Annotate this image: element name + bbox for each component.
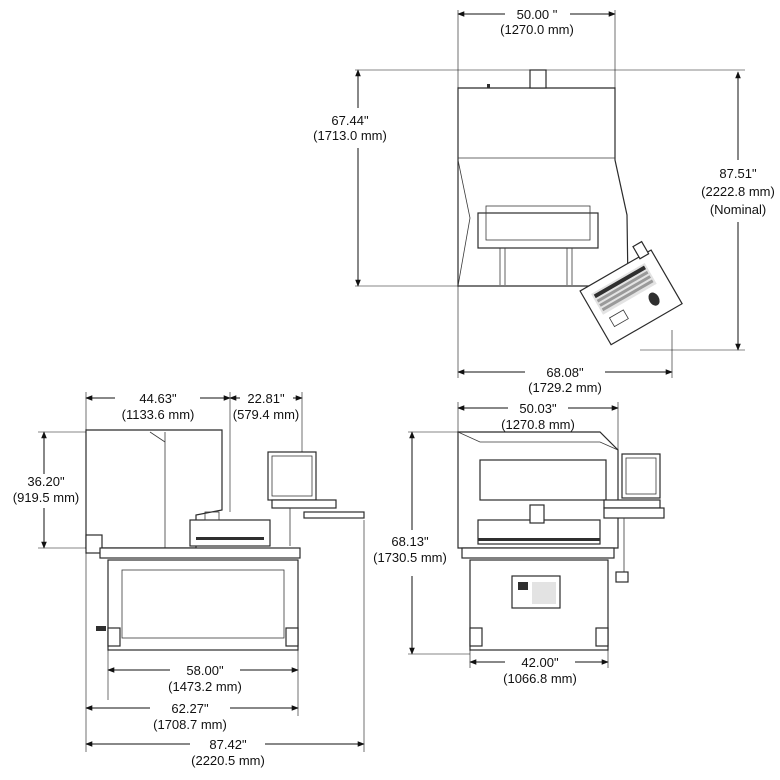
dim-side-height-mm: (919.5 mm) xyxy=(13,490,79,505)
dim-side-arm-mm: (579.4 mm) xyxy=(233,407,299,422)
dim-top-width-mm: (1270.0 mm) xyxy=(500,22,574,37)
dim-top-depth-mm: (1713.0 mm) xyxy=(313,128,387,143)
dim-front-height-in: 68.13" xyxy=(391,534,429,549)
dim-top-width-in: 50.00 " xyxy=(517,7,558,22)
dim-top-overall-mm: (2222.8 mm) xyxy=(701,184,775,199)
side-view xyxy=(85,429,365,651)
dimension-labels: 50.00 " (1270.0 mm) 67.44" (1713.0 mm) 8… xyxy=(13,7,775,768)
dim-front-base-mm: (1066.8 mm) xyxy=(503,671,577,686)
dim-side-overall-in: 87.42" xyxy=(209,737,247,752)
dimension-lines xyxy=(38,10,745,752)
dim-top-overall-width-mm: (1729.2 mm) xyxy=(528,380,602,395)
dim-side-overall-mm: (2220.5 mm) xyxy=(191,753,265,768)
dim-top-overall-width-in: 68.08" xyxy=(546,365,584,380)
dim-top-depth-in: 67.44" xyxy=(331,113,369,128)
dim-front-width-mm: (1270.8 mm) xyxy=(501,417,575,432)
dim-front-height-mm: (1730.5 mm) xyxy=(373,550,447,565)
dim-side-arm-in: 22.81" xyxy=(247,391,285,406)
dim-front-width-in: 50.03" xyxy=(519,401,557,416)
dim-side-base-in: 58.00" xyxy=(186,663,224,678)
dim-top-overall-in: 87.51" xyxy=(719,166,757,181)
dim-side-stand-mm: (1708.7 mm) xyxy=(153,717,227,732)
dim-side-hood-in: 44.63" xyxy=(139,391,177,406)
dim-side-hood-mm: (1133.6 mm) xyxy=(122,407,195,422)
front-view xyxy=(457,431,665,651)
dim-top-overall-note: (Nominal) xyxy=(710,202,766,217)
top-view xyxy=(457,69,683,346)
dim-front-base-in: 42.00" xyxy=(521,655,559,670)
dim-side-base-mm: (1473.2 mm) xyxy=(168,679,242,694)
dim-side-height-in: 36.20" xyxy=(27,474,65,489)
dim-side-stand-in: 62.27" xyxy=(171,701,209,716)
